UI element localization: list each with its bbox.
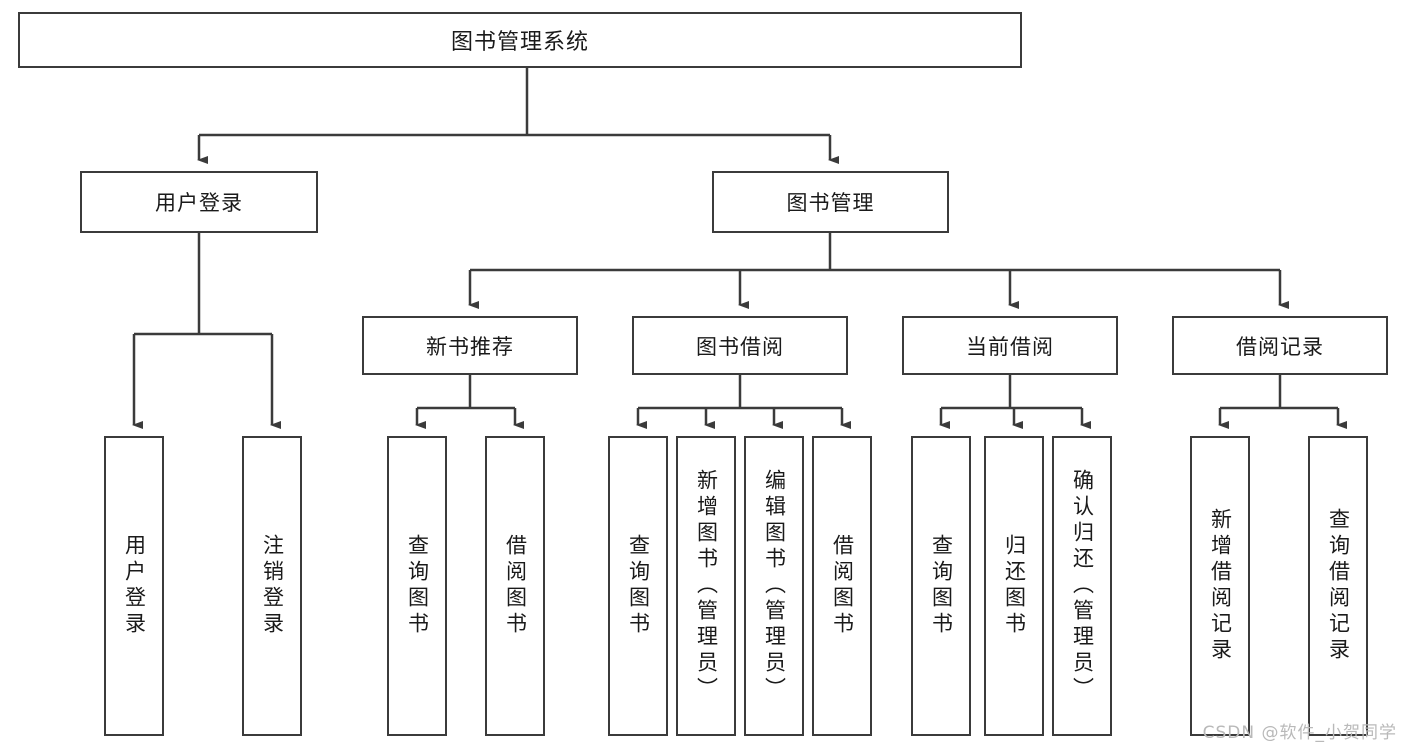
node-label: 注销登录: [260, 534, 285, 638]
node-label: 确认归还（管理员）: [1070, 469, 1095, 703]
node-leaf-borrow-book-bor[interactable]: 借阅图书: [812, 436, 872, 736]
node-label: 用户登录: [155, 191, 243, 215]
node-leaf-borrow-book-rec[interactable]: 借阅图书: [485, 436, 545, 736]
node-label: 图书管理: [786, 191, 875, 215]
node-leaf-return-book[interactable]: 归还图书: [984, 436, 1044, 736]
node-leaf-add-record[interactable]: 新增借阅记录: [1190, 436, 1250, 736]
node-leaf-query-book-rec[interactable]: 查询图书: [387, 436, 447, 736]
node-label: 当前借阅: [966, 334, 1054, 359]
watermark-label: CSDN @软件_小贺同学: [1202, 723, 1397, 743]
node-leaf-logout[interactable]: 注销登录: [242, 436, 302, 736]
node-label: 查询图书: [929, 534, 954, 638]
node-book-borrow[interactable]: 图书借阅: [632, 316, 848, 375]
node-leaf-edit-book[interactable]: 编辑图书（管理员）: [744, 436, 804, 736]
node-leaf-query-book-cur[interactable]: 查询图书: [911, 436, 971, 736]
node-label: 编辑图书（管理员）: [762, 469, 787, 703]
node-label: 新书推荐: [426, 334, 514, 359]
node-label: 查询借阅记录: [1326, 508, 1351, 664]
node-label: 借阅图书: [503, 534, 528, 638]
node-label: 新增图书（管理员）: [694, 469, 719, 703]
node-new-book-rec[interactable]: 新书推荐: [362, 316, 578, 375]
node-leaf-confirm-return[interactable]: 确认归还（管理员）: [1052, 436, 1112, 736]
node-label: 图书借阅: [696, 334, 784, 359]
node-book-manage[interactable]: 图书管理: [712, 171, 949, 233]
node-label: 归还图书: [1002, 534, 1027, 638]
node-leaf-query-record[interactable]: 查询借阅记录: [1308, 436, 1368, 736]
node-label: 新增借阅记录: [1208, 508, 1233, 664]
node-label: 查询图书: [626, 534, 651, 638]
node-user-login[interactable]: 用户登录: [80, 171, 318, 233]
node-borrow-record[interactable]: 借阅记录: [1172, 316, 1388, 375]
node-leaf-query-book-bor[interactable]: 查询图书: [608, 436, 668, 736]
node-label: 借阅图书: [830, 534, 855, 638]
node-current-borrow[interactable]: 当前借阅: [902, 316, 1118, 375]
node-label: 用户登录: [122, 534, 147, 638]
node-label: 图书管理系统: [450, 30, 589, 55]
node-leaf-user-login[interactable]: 用户登录: [104, 436, 164, 736]
node-label: 借阅记录: [1236, 334, 1324, 359]
node-label: 查询图书: [405, 534, 430, 638]
node-root-system[interactable]: 图书管理系统: [18, 12, 1022, 68]
node-leaf-add-book[interactable]: 新增图书（管理员）: [676, 436, 736, 736]
